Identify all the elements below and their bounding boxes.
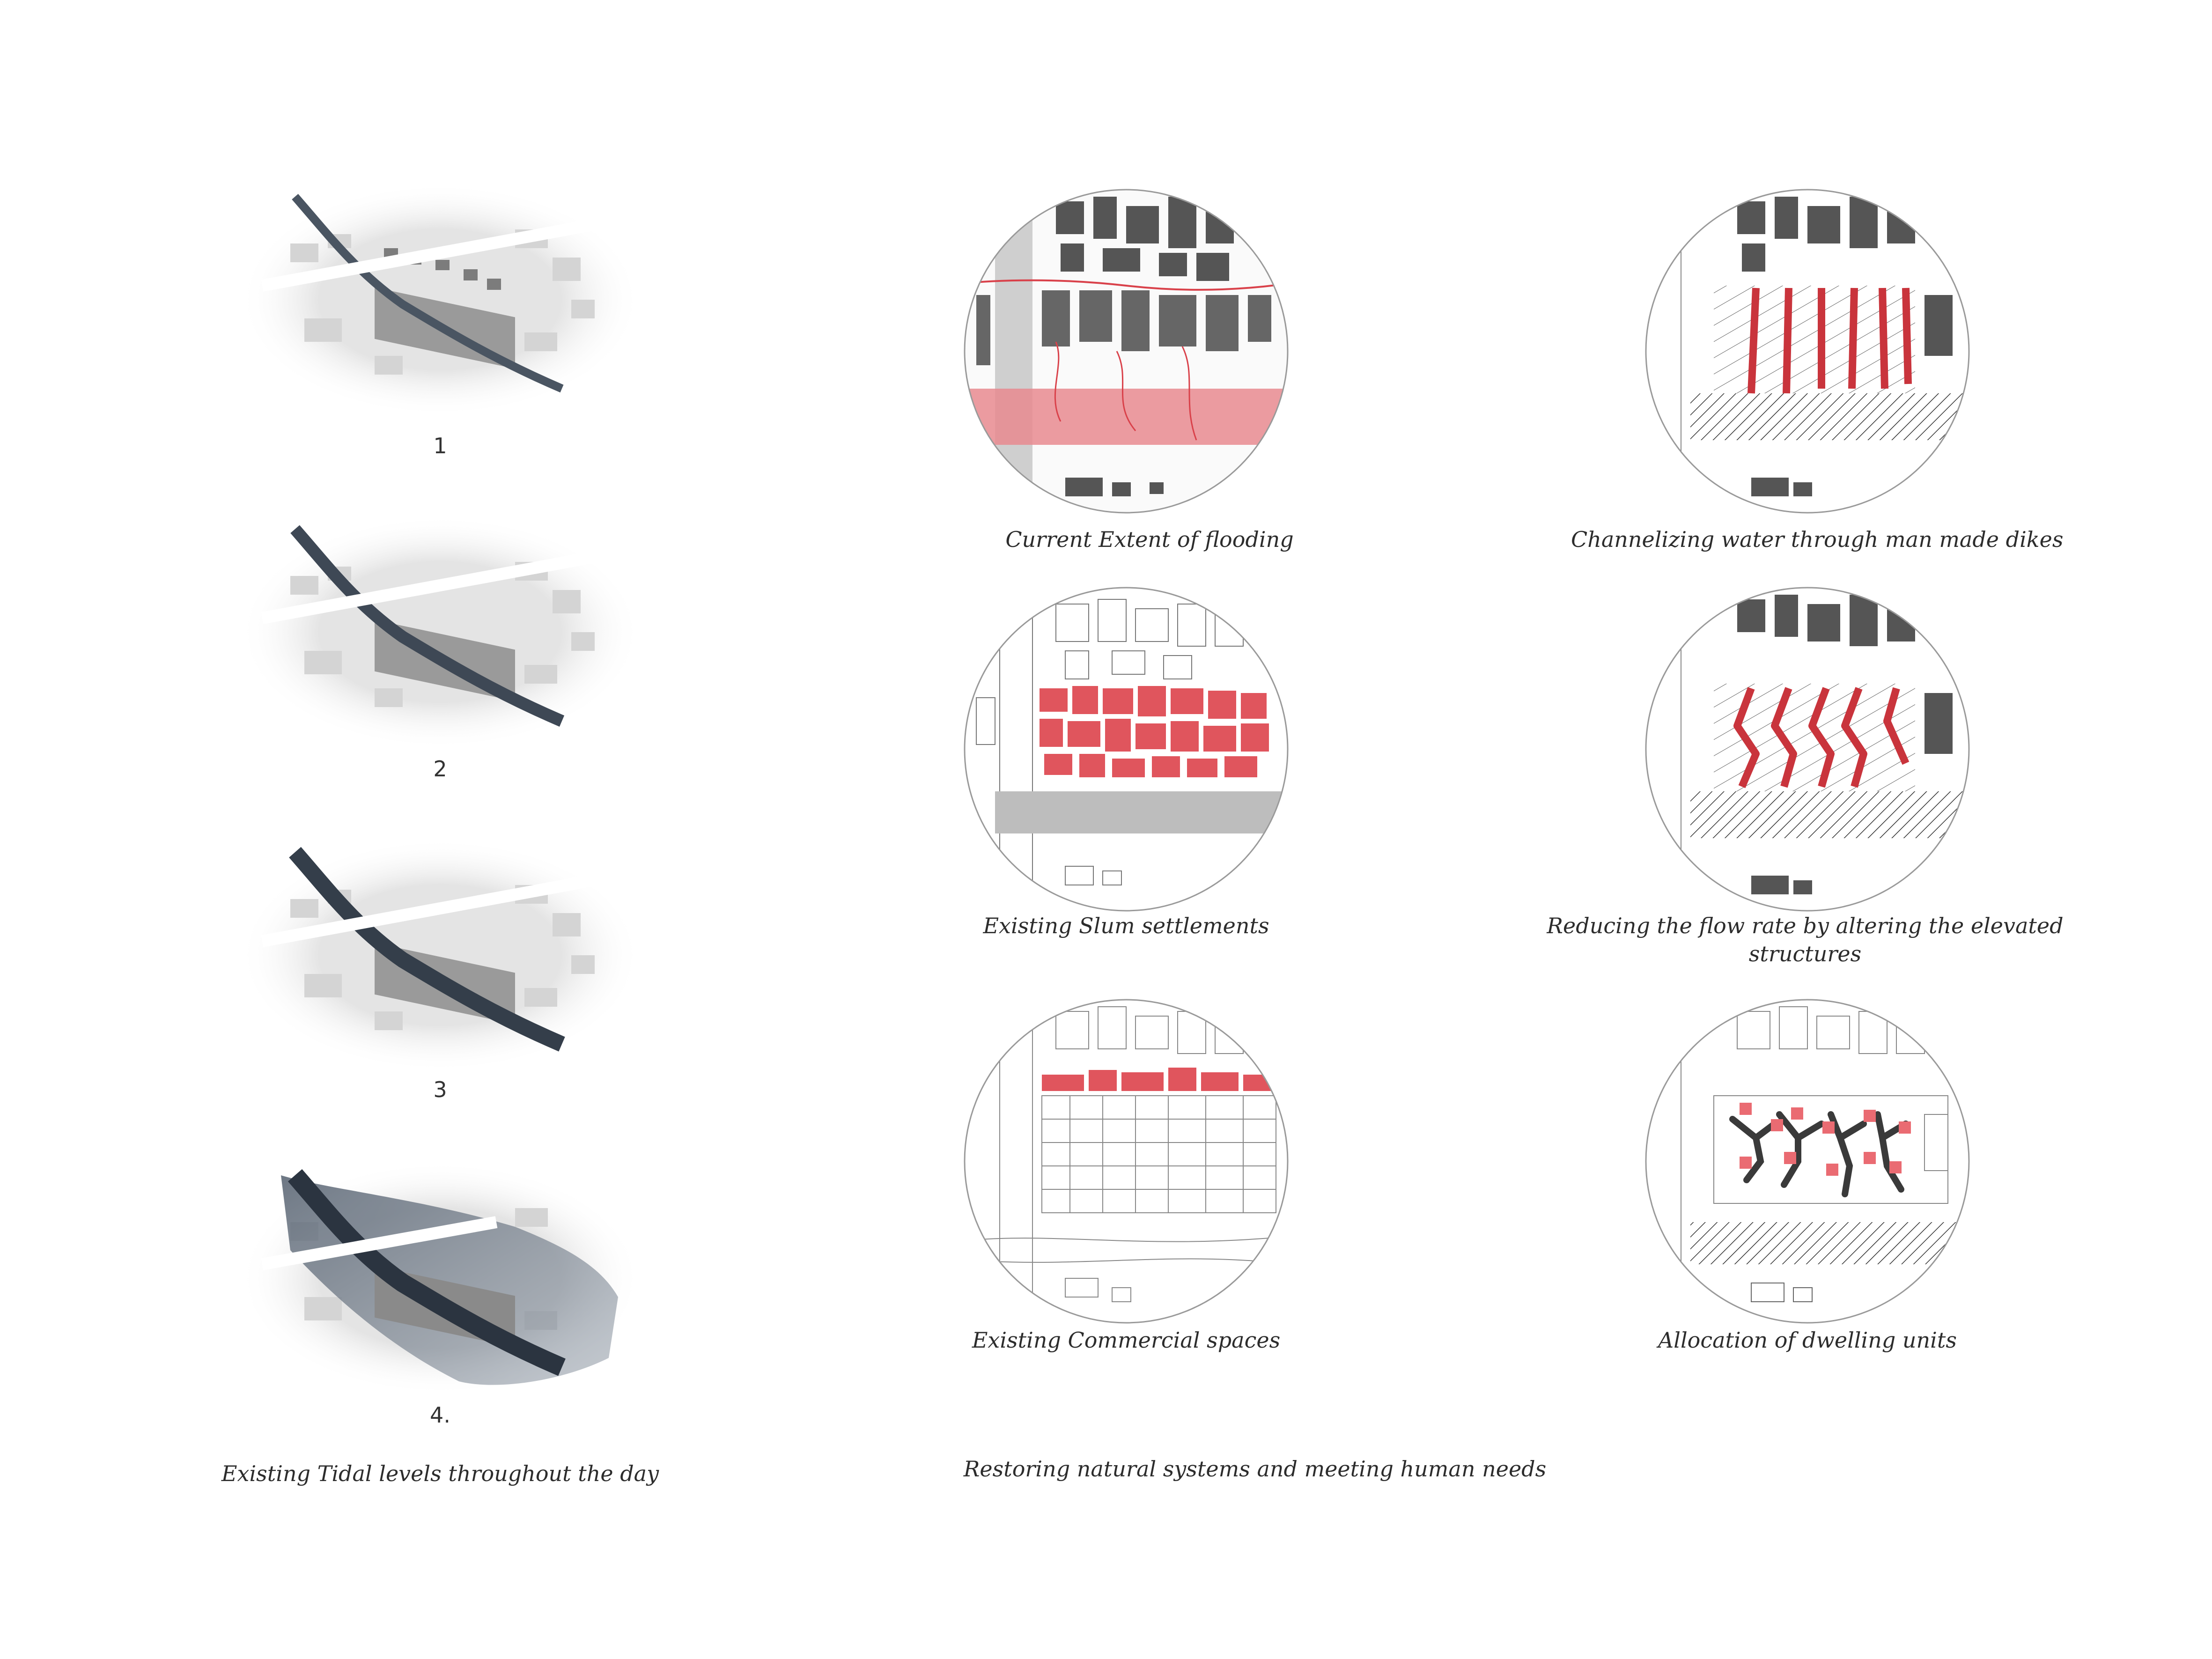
tidal-levels-caption: Existing Tidal levels throughout the day [215,1461,665,1486]
commercial-spaces-map [962,997,1290,1325]
flood-extent-label: Current Extent of flooding [986,527,1313,552]
dwelling-units-map [1644,997,1971,1325]
tidal-axonometric-4 [234,1157,646,1400]
slum-settlements-map [962,585,1290,913]
tidal-step-label-2: 2 [412,756,468,782]
straight-dikes-map [1644,187,1971,515]
tidal-step-label-1: 1 [412,433,468,458]
tidal-axonometric-1 [234,178,646,421]
tidal-step-label-3: 3 [412,1077,468,1102]
flood-extent-map [962,187,1290,515]
slum-settlements-label: Existing Slum settlements [962,913,1290,938]
natural-systems-caption: Restoring natural systems and meeting hu… [955,1456,1555,1482]
tidal-axonometric-2 [234,510,646,754]
straight-dikes-label: Channelizing water through man made dike… [1571,527,2039,552]
dwelling-units-label: Allocation of dwelling units [1644,1327,1971,1353]
zigzag-dikes-label-line2: structures [1524,941,2086,966]
zigzag-dikes-map [1644,585,1971,913]
tidal-axonometric-3 [234,833,646,1077]
commercial-spaces-label: Existing Commercial spaces [962,1327,1290,1353]
zigzag-dikes-label-line1: Reducing the flow rate by altering the e… [1524,913,2086,938]
tidal-step-label-4: 4. [412,1402,468,1428]
